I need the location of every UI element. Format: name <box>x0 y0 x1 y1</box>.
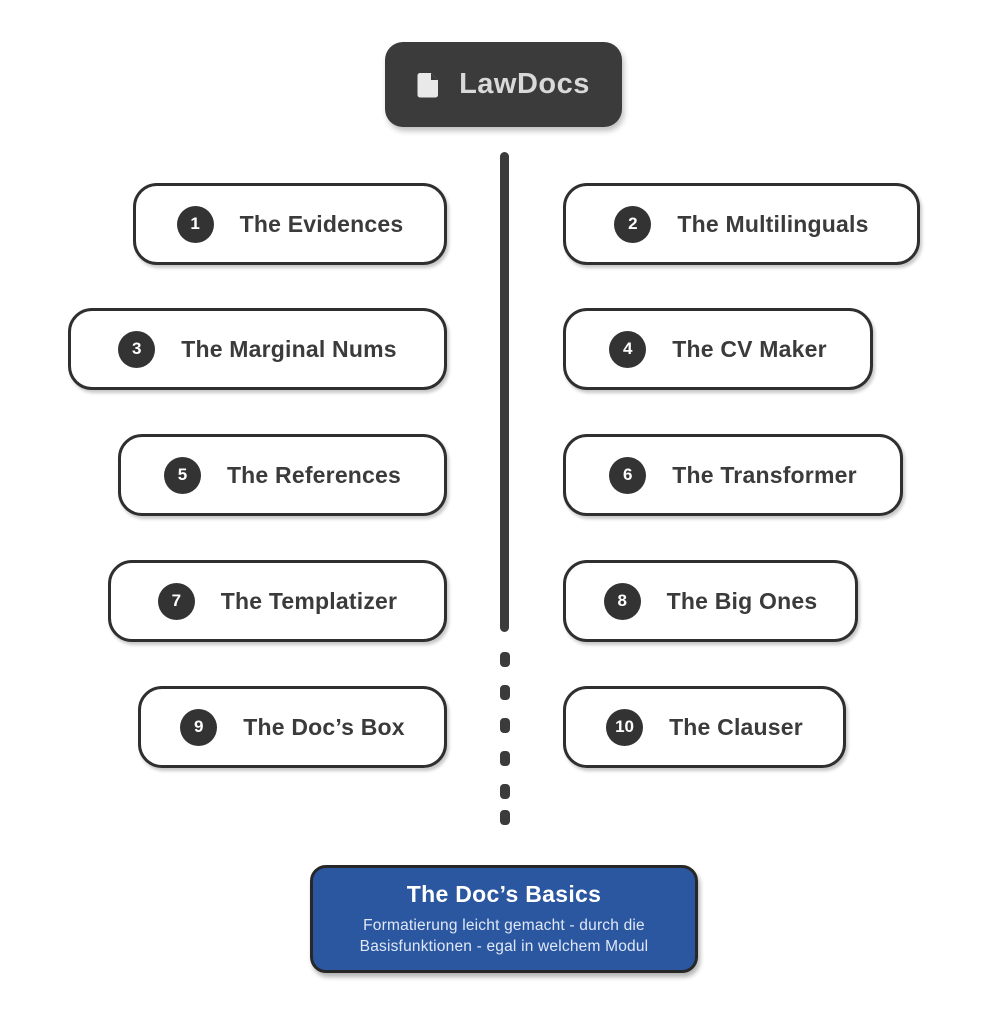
module-card-big-ones: 8 The Big Ones <box>563 560 858 642</box>
module-number-badge: 6 <box>609 456 647 494</box>
footer-title: The Doc’s Basics <box>406 881 602 908</box>
footer-basics-box: The Doc’s Basics Formatierung leicht gem… <box>310 865 698 973</box>
module-card-multilinguals: 2 The Multilinguals <box>563 183 920 265</box>
module-card-transformer: 6 The Transformer <box>563 434 903 516</box>
header-pill: LawDocs <box>385 42 622 127</box>
module-card-templatizer: 7 The Templatizer <box>108 560 447 642</box>
footer-subtitle-line2: Basisfunktionen - egal in welchem Modul <box>359 937 649 955</box>
timeline-dash <box>500 685 510 700</box>
module-card-references: 5 The References <box>118 434 447 516</box>
module-label: The Big Ones <box>666 587 818 614</box>
module-number-badge: 1 <box>176 205 214 243</box>
module-number-badge: 5 <box>163 456 201 494</box>
module-label: The CV Maker <box>672 335 827 362</box>
module-number-badge: 4 <box>609 330 647 368</box>
module-number-badge: 10 <box>606 708 644 746</box>
footer-subtitle: Formatierung leicht gemacht - durch die … <box>360 916 649 957</box>
module-label: The Clauser <box>669 713 803 740</box>
module-number-badge: 7 <box>157 582 195 620</box>
timeline-dash <box>500 810 510 825</box>
module-card-cv-maker: 4 The CV Maker <box>563 308 873 390</box>
module-card-clauser: 10 The Clauser <box>563 686 846 768</box>
module-label: The Evidences <box>239 210 404 237</box>
module-label: The Doc’s Box <box>243 713 405 740</box>
module-label: The Marginal Nums <box>181 335 397 362</box>
timeline-dash <box>500 751 510 766</box>
module-label: The Transformer <box>672 461 857 488</box>
module-label: The References <box>226 461 402 488</box>
module-card-docs-box: 9 The Doc’s Box <box>138 686 447 768</box>
timeline-dash <box>500 784 510 799</box>
app-title: LawDocs <box>459 68 590 100</box>
timeline-solid-line <box>500 152 509 632</box>
module-label: The Templatizer <box>220 587 398 614</box>
document-icon <box>417 71 441 99</box>
module-number-badge: 9 <box>180 708 218 746</box>
module-label: The Multilinguals <box>677 210 869 237</box>
module-number-badge: 3 <box>118 330 156 368</box>
timeline-dash <box>500 652 510 667</box>
timeline-dash <box>500 718 510 733</box>
footer-subtitle-line1: Formatierung leicht gemacht - durch die <box>363 917 645 935</box>
module-card-evidences: 1 The Evidences <box>133 183 447 265</box>
module-number-badge: 2 <box>614 205 652 243</box>
module-number-badge: 8 <box>603 582 641 620</box>
module-card-marginal-nums: 3 The Marginal Nums <box>68 308 447 390</box>
